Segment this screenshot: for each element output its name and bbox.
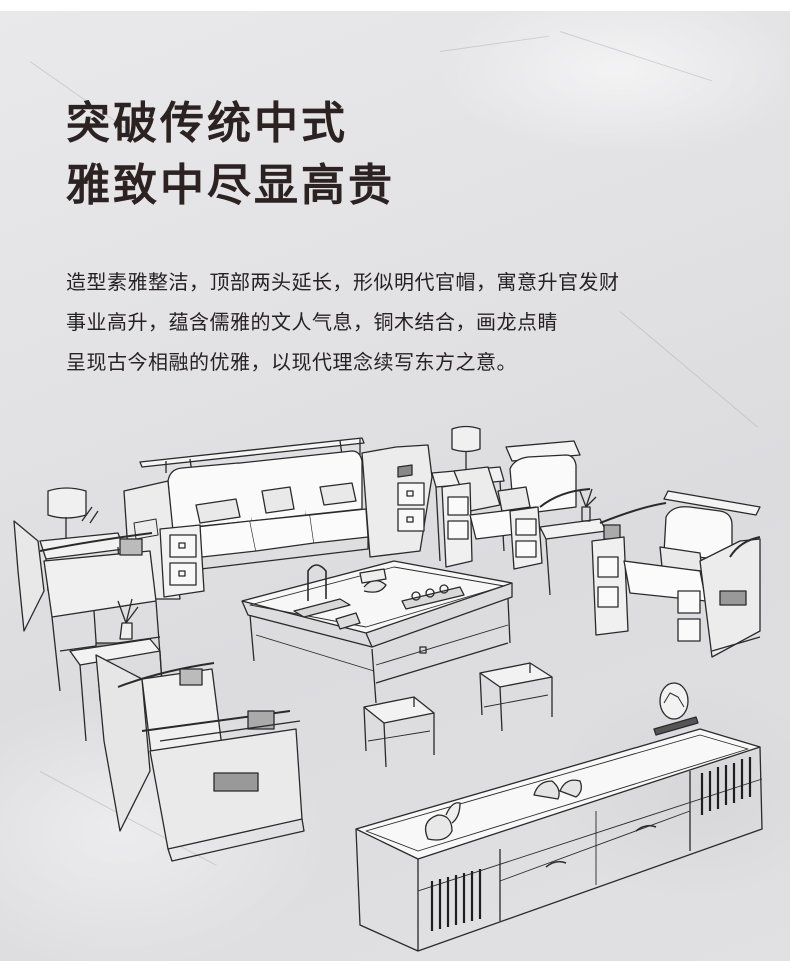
headline: 突破传统中式 雅致中尽显高贵	[66, 93, 395, 217]
description-line-2: 事业高升，蕴含儒雅的文人气息，铜木结合，画龙点睛	[66, 310, 558, 334]
right-armchair-top-illustration	[441, 440, 591, 570]
tv-cabinet-illustration	[355, 682, 763, 952]
headline-line-2: 雅致中尽显高贵	[66, 160, 395, 211]
marble-vein	[439, 35, 549, 52]
headline-line-1: 突破传统中式	[66, 98, 348, 149]
stool-left-illustration	[363, 696, 435, 768]
description: 造型素雅整洁，顶部两头延长，形似明代官帽，寓意升官发财 事业高升，蕴含儒雅的文人…	[66, 262, 620, 382]
left-armchair-bottom-illustration	[95, 654, 305, 862]
stool-right-illustration	[479, 662, 553, 732]
product-detail-panel: 突破传统中式 雅致中尽显高贵 造型素雅整洁，顶部两头延长，形似明代官帽，寓意升官…	[0, 11, 790, 961]
left-armchair-top-illustration	[13, 520, 163, 702]
right-armchair-illustration	[591, 490, 761, 658]
description-line-1: 造型素雅整洁，顶部两头延长，形似明代官帽，寓意升官发财	[66, 270, 620, 294]
tea-table-illustration	[241, 560, 513, 704]
marble-vein	[559, 31, 713, 82]
furniture-set-illustration	[0, 411, 790, 956]
description-line-3: 呈现古今相融的优雅，以现代理念续写东方之意。	[66, 350, 517, 374]
